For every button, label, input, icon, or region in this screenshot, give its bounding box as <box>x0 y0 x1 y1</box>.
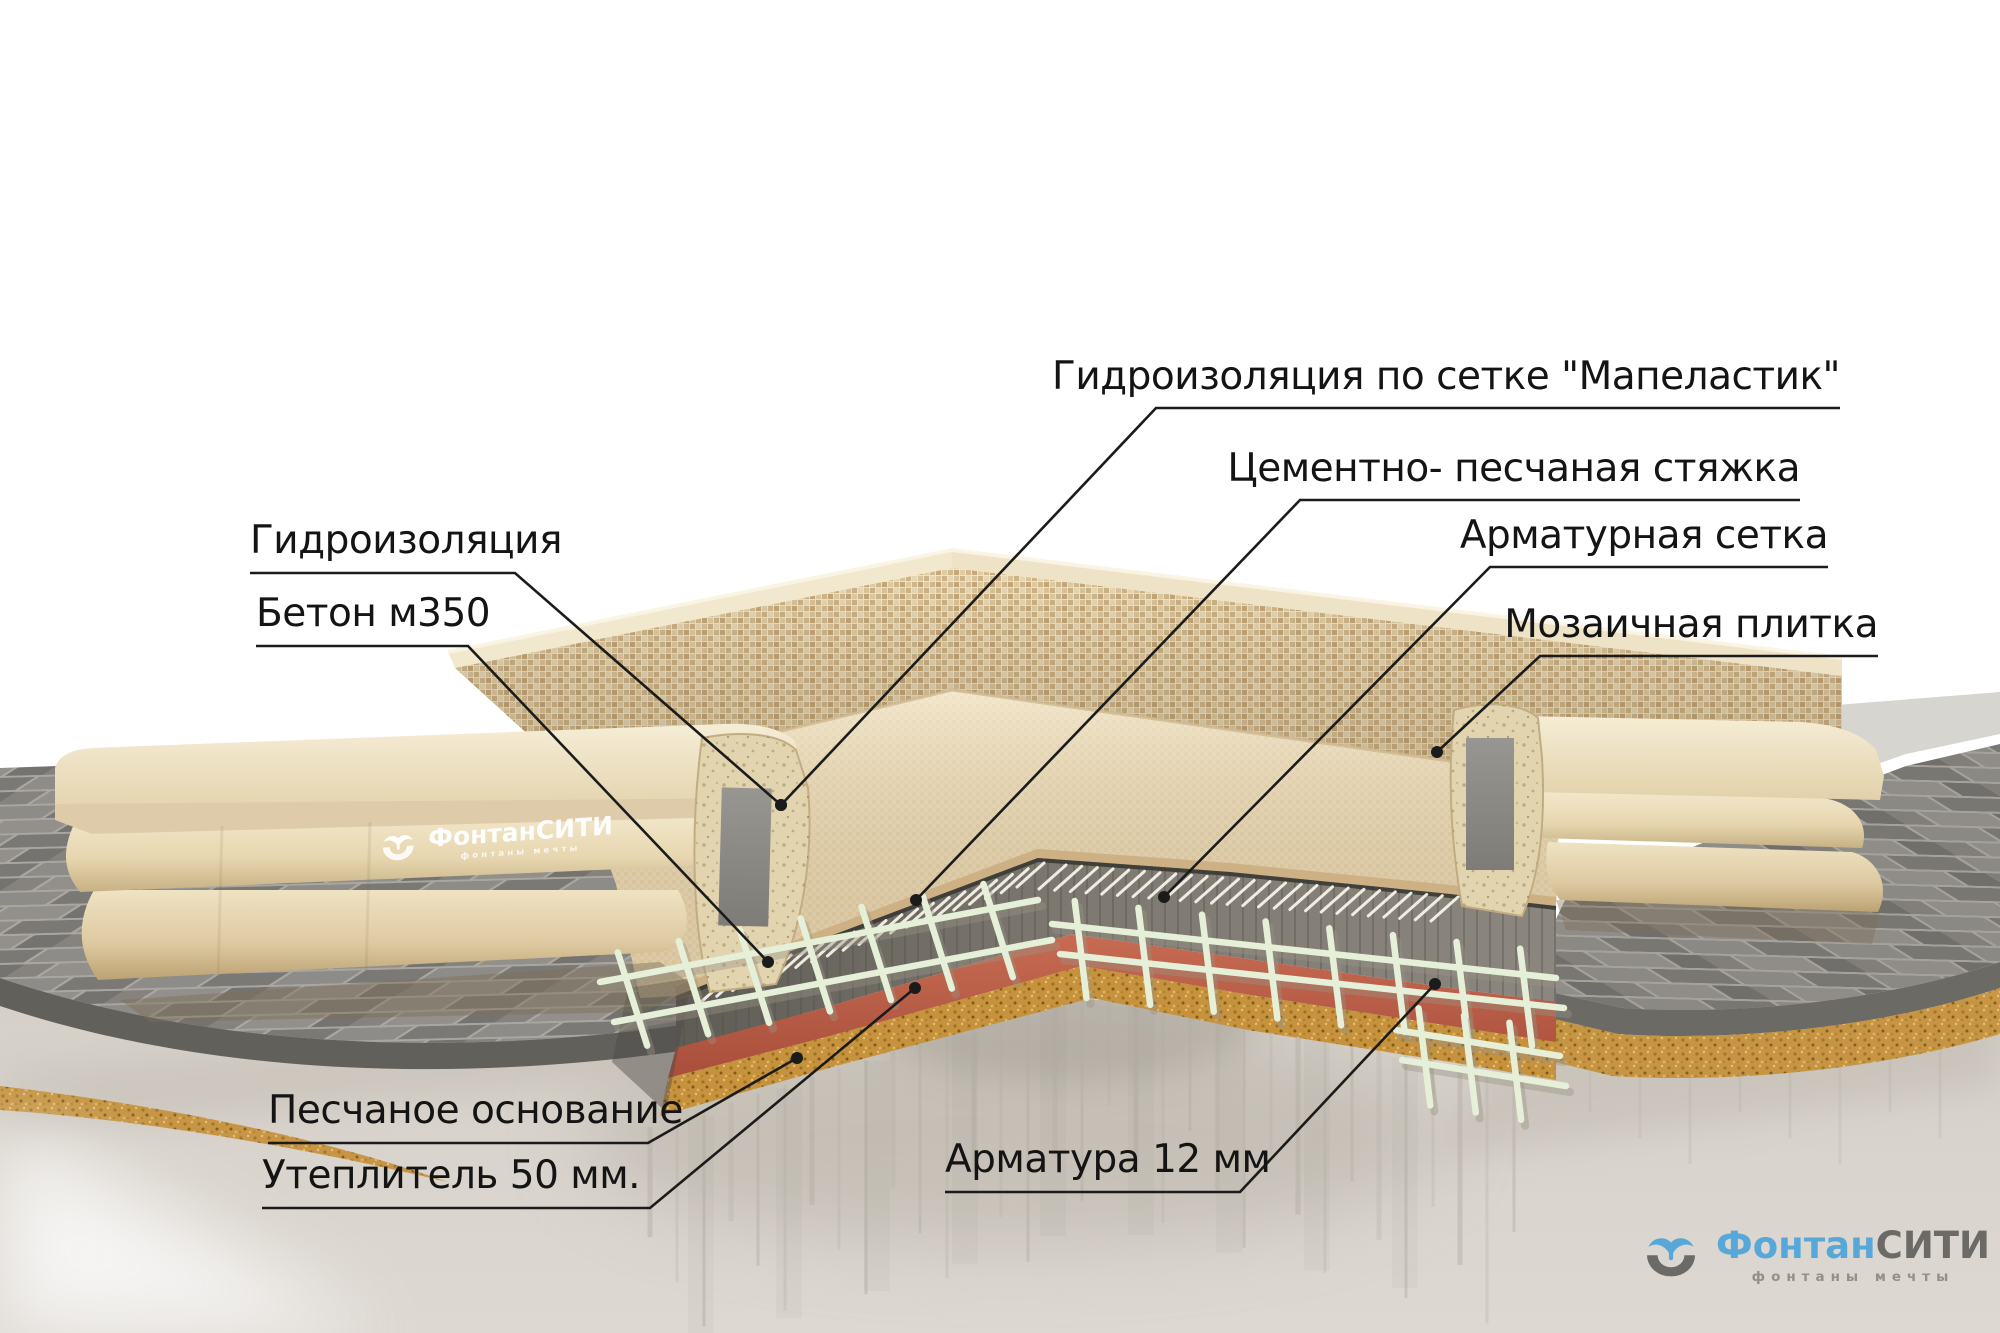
label-sand-base: Песчаное основание <box>268 1088 683 1133</box>
logo-part2: СИТИ <box>1875 1224 1990 1267</box>
left-coping-concrete-core <box>718 787 772 927</box>
fountain-basin <box>447 547 1843 998</box>
leader-sand_base <box>268 1056 798 1145</box>
leader-dot-mosaic <box>1431 746 1443 758</box>
right-coping-concrete-core <box>1466 738 1514 870</box>
right-coping-stone <box>1449 703 1884 944</box>
leader-rebar <box>945 983 1436 1194</box>
label-waterproofing-mapelastic: Гидроизоляция по сетке "Мапеластик" <box>1052 354 1840 399</box>
leader-dot-mesh <box>1158 891 1170 903</box>
basin-rim-right <box>952 550 1842 676</box>
label-insulation-50mm: Утеплитель 50 мм. <box>262 1153 641 1198</box>
screed-concrete-band <box>676 858 1556 1048</box>
leader-dot-insulation <box>909 982 921 994</box>
fountain-logo-icon <box>1647 1238 1695 1277</box>
sand-base-layer <box>660 966 1556 1116</box>
left-paving-edge <box>0 978 802 1070</box>
left-coping-top-slab <box>55 723 802 818</box>
left-coping-lower-bullnose <box>81 890 687 980</box>
stone-logo: ФонтанСИТИ фонтаны мечты <box>378 811 647 868</box>
ground-rebar-shadow-streaks <box>647 993 1942 1333</box>
leader-dot-screed <box>910 894 922 906</box>
label-mosaic-tile: Мозаичная плитка <box>1504 602 1878 647</box>
leader-dot-rebar <box>1429 978 1441 990</box>
sand-crescent-left <box>0 1086 448 1182</box>
right-coping-upper-bullnose <box>1532 792 1865 848</box>
leader-dot-sand_base <box>791 1052 803 1064</box>
right-paving-edge <box>1516 962 2000 1037</box>
basin-rim-left <box>448 550 952 668</box>
leader-lines <box>250 406 1878 1210</box>
right-sand-band <box>1506 988 2000 1079</box>
rebar-grid <box>596 880 1574 1130</box>
label-cement-sand-screed: Цементно- песчаная стяжка <box>1227 446 1800 491</box>
label-waterproofing: Гидроизоляция <box>250 518 562 563</box>
leader-mosaic <box>1436 654 1878 753</box>
leader-mesh <box>1163 565 1828 898</box>
leader-concrete <box>256 644 769 963</box>
right-coping-lower-bullnose <box>1546 842 1883 912</box>
leader-insulation <box>262 986 916 1210</box>
logo-part1: Фонтан <box>1716 1224 1876 1267</box>
label-reinforcement-mesh: Арматурная сетка <box>1459 513 1829 558</box>
label-concrete-m350: Бетон м350 <box>256 591 491 636</box>
leader-dot-waterproofing <box>775 799 787 811</box>
leader-mapelastic <box>780 406 1840 806</box>
stone-logo-part2: СИТИ <box>535 810 613 846</box>
right-coping-top-slab <box>1522 716 1884 800</box>
leader-waterproofing <box>250 571 782 806</box>
fountain-logo-icon <box>382 835 414 861</box>
logo-tagline: фонтаны мечты <box>1751 1269 1955 1285</box>
fountain-city-logo: ФонтанСИТИ фонтаны мечты <box>1640 1208 1990 1304</box>
label-rebar-12mm: Арматура 12 мм <box>945 1137 1271 1182</box>
leader-dot-concrete <box>762 956 774 968</box>
leader-screed <box>915 498 1800 901</box>
